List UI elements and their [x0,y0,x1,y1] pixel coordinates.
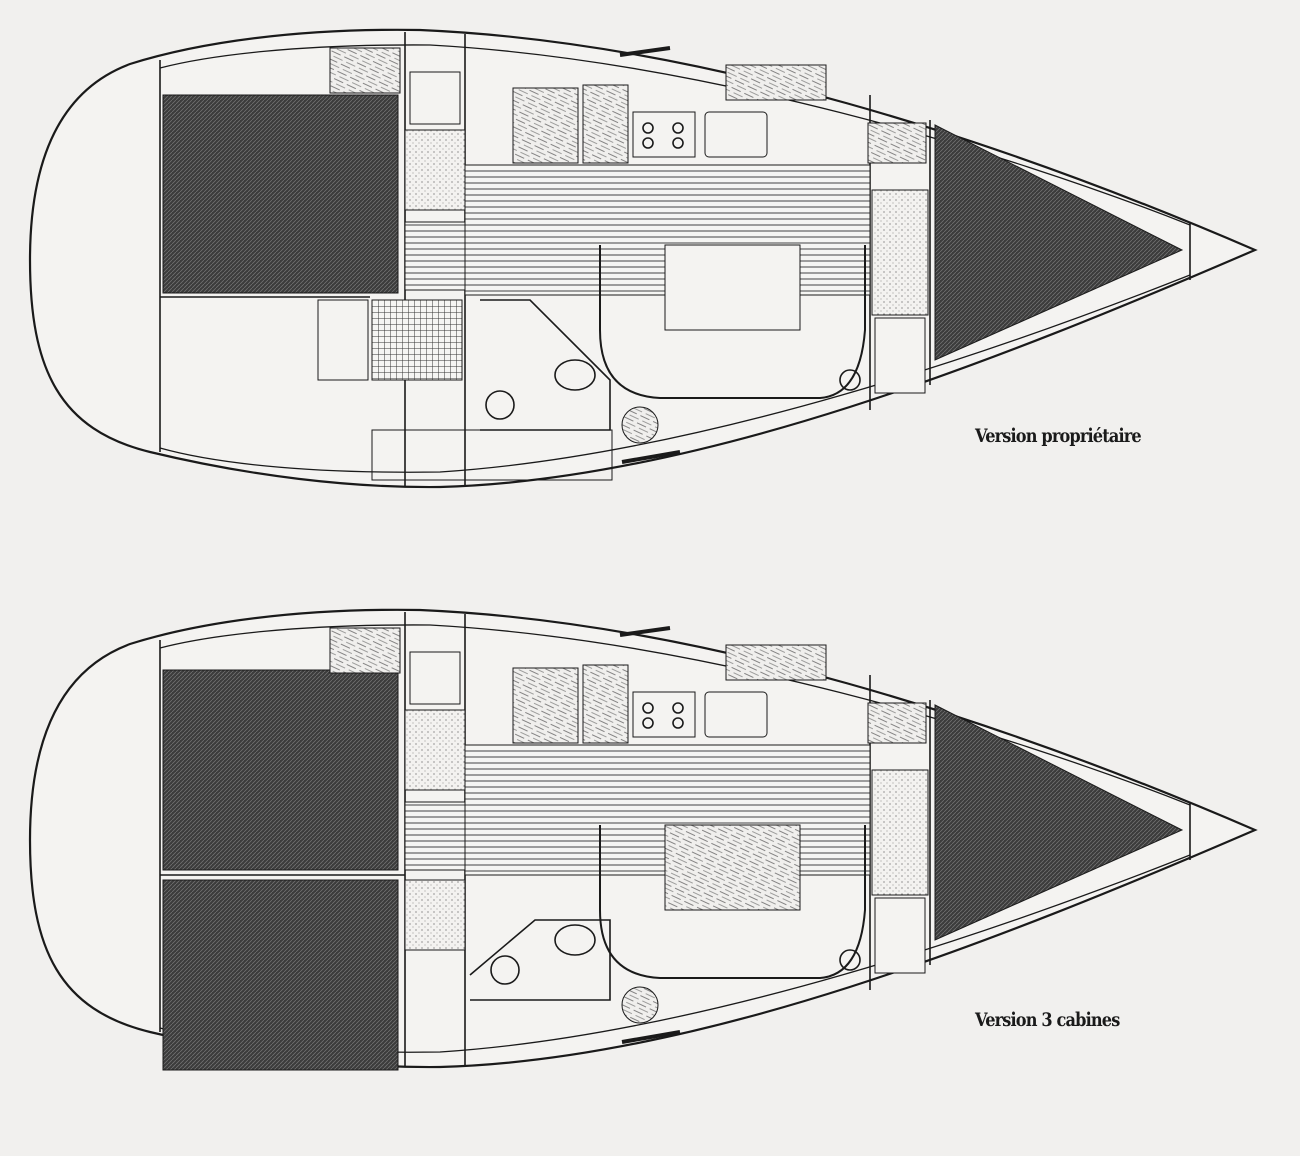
cockpit-locker [329,47,401,94]
stool [839,369,861,391]
forward-shelf [867,122,927,164]
deck-hatch [619,46,671,57]
plan-three-cabin [28,608,1258,1071]
stove [632,111,696,158]
burner [642,122,654,134]
forward-shelf [867,702,927,744]
chart-shelf [725,64,827,101]
mast-post [621,406,659,444]
stove [632,691,696,738]
burner [672,137,684,149]
washbasin [485,390,515,420]
hull-liner [159,44,1191,473]
deck-hatch [621,450,681,464]
plan-owner [28,28,1258,489]
dinette-seat [599,825,866,979]
hanging-locker [409,651,461,705]
toilet [554,359,596,391]
head-compartment [480,299,611,431]
shower-grate [371,299,463,381]
step-area [404,879,466,951]
sink [704,691,768,738]
companionway-floor [404,709,466,791]
galley-counter [512,667,579,744]
galley-counter [512,87,579,164]
aft-berth-port [162,669,399,871]
locker [317,299,369,381]
washbasin [490,955,520,985]
head-compartment [469,919,611,1001]
toilet [554,924,596,956]
hanging-locker [409,71,461,125]
burner [672,122,684,134]
deck-hatch [621,1030,681,1044]
burner [672,717,684,729]
galley-counter [582,664,629,744]
aft-double-berth [162,94,399,294]
plan-label-three-cabin: Version 3 cabines [975,1009,1120,1031]
aft-berth-starboard [162,879,399,1071]
forward-locker [874,897,926,974]
dinette-seat [599,245,866,399]
burner [642,717,654,729]
deck-hatch [619,626,671,637]
burner [642,702,654,714]
plan-label-owner: Version propriétaire [975,425,1142,447]
forepeak-berth [934,704,1184,941]
forward-step [871,189,929,316]
burner [672,702,684,714]
mast-post [621,986,659,1024]
stool [839,949,861,971]
dinette-table [664,244,801,331]
cockpit-locker [329,627,401,674]
forepeak-berth [934,124,1184,361]
dinette-table [664,824,801,911]
forward-step [871,769,929,896]
burner [642,137,654,149]
companionway-floor [404,129,466,211]
forward-locker [874,317,926,394]
galley-counter [582,84,629,164]
chart-shelf [725,644,827,681]
sink [704,111,768,158]
